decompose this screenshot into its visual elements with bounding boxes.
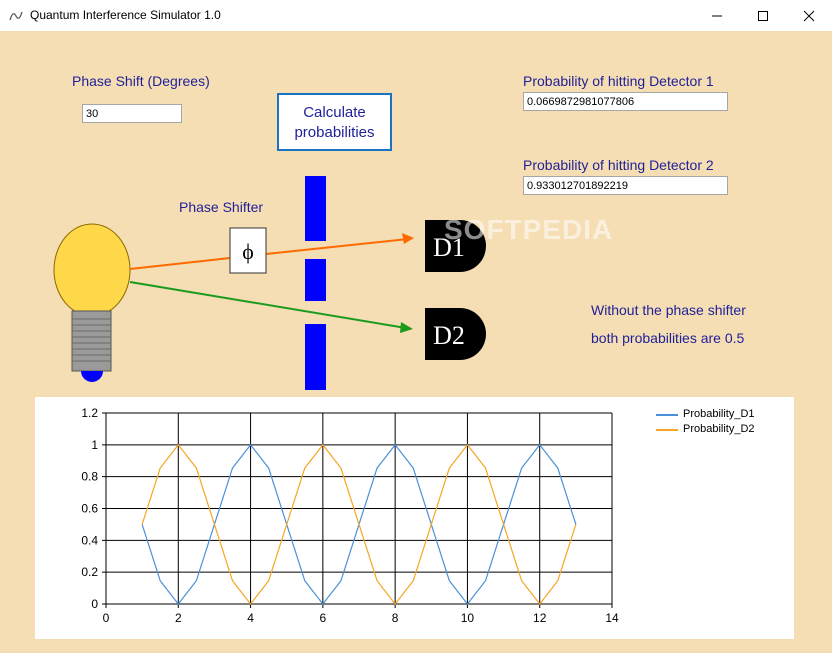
watermark: SOFTPEDIA [444,214,614,245]
arrow-d1-icon [402,233,414,244]
series-line-2 [141,443,577,605]
y-tick-label: 0.4 [81,533,98,547]
x-tick-label: 4 [247,611,254,625]
note-line-2: both probabilities are 0.5 [591,330,745,346]
probability-chart: 0 2 4 6 8 10 12 14 0 0.2 0.4 0.6 0.8 1 1.2 Probability… [35,397,794,639]
x-tick-label: 2 [175,611,182,625]
maximize-icon [758,11,768,21]
detector-2-label: D2 [433,321,465,350]
interference-scene: ϕ D1 D2 [53,176,486,390]
phase-shift-input[interactable]: 30 [82,104,182,123]
note-line-1: Without the phase shifter [591,302,746,318]
legend-swatch-d2 [656,429,678,431]
window-title: Quantum Interference Simulator 1.0 [30,8,221,22]
beam-to-d1-after-shifter [265,238,409,255]
calculate-button[interactable]: Calculate probabilities [277,93,392,151]
y-tick-label: 0.8 [81,470,98,484]
maximize-button[interactable] [740,0,786,31]
client-area: ϕ D1 D2 SOFTPEDIA Phase Shift (Degrees) … [0,31,832,653]
minimize-icon [712,15,722,17]
legend-swatch-d1 [656,414,678,416]
detector-1-label: D1 [433,233,465,262]
phase-shift-label: Phase Shift (Degrees) [72,73,210,89]
d2-probability-label: Probability of hitting Detector 2 [523,157,714,173]
detector-1 [425,220,486,272]
d1-probability-field[interactable]: 0.0669872981077806 [523,92,728,111]
arrow-d2-icon [400,322,413,333]
title-bar: Quantum Interference Simulator 1.0 [0,0,832,32]
x-tick-label: 0 [103,611,110,625]
x-tick-label: 8 [392,611,399,625]
legend-label-d2: Probability_D2 [683,423,755,435]
chart-svg: 0 2 4 6 8 10 12 14 0 0.2 0.4 0.6 0.8 1 1.2 [81,406,619,625]
phase-shifter-label: Phase Shifter [179,199,264,215]
light-bulb-icon [53,223,131,382]
close-icon [803,10,815,22]
y-tick-label: 0.6 [81,502,98,516]
x-tick-label: 12 [533,611,547,625]
detector-2 [425,308,486,360]
y-tick-label: 1.2 [81,406,98,420]
minimize-button[interactable] [694,0,740,31]
x-tick-label: 10 [461,611,475,625]
legend-label-d1: Probability_D1 [683,408,755,420]
x-tick-label: 14 [605,611,619,625]
d1-probability-label: Probability of hitting Detector 1 [523,73,714,89]
y-tick-label: 0 [91,597,98,611]
y-tick-label: 1 [91,438,98,452]
double-slit-barrier [305,176,326,390]
app-icon [9,11,23,21]
close-button[interactable] [786,0,832,31]
calculate-button-line1: Calculate [303,104,366,121]
d2-probability-field[interactable]: 0.933012701892219 [523,176,728,195]
beam-to-d2 [129,281,407,329]
calculate-button-line2: probabilities [294,124,375,141]
beam-to-d1 [129,257,231,270]
x-tick-label: 6 [320,611,327,625]
phase-shifter-box [229,227,267,274]
phase-symbol: ϕ [242,239,254,264]
y-tick-label: 0.2 [81,565,98,579]
